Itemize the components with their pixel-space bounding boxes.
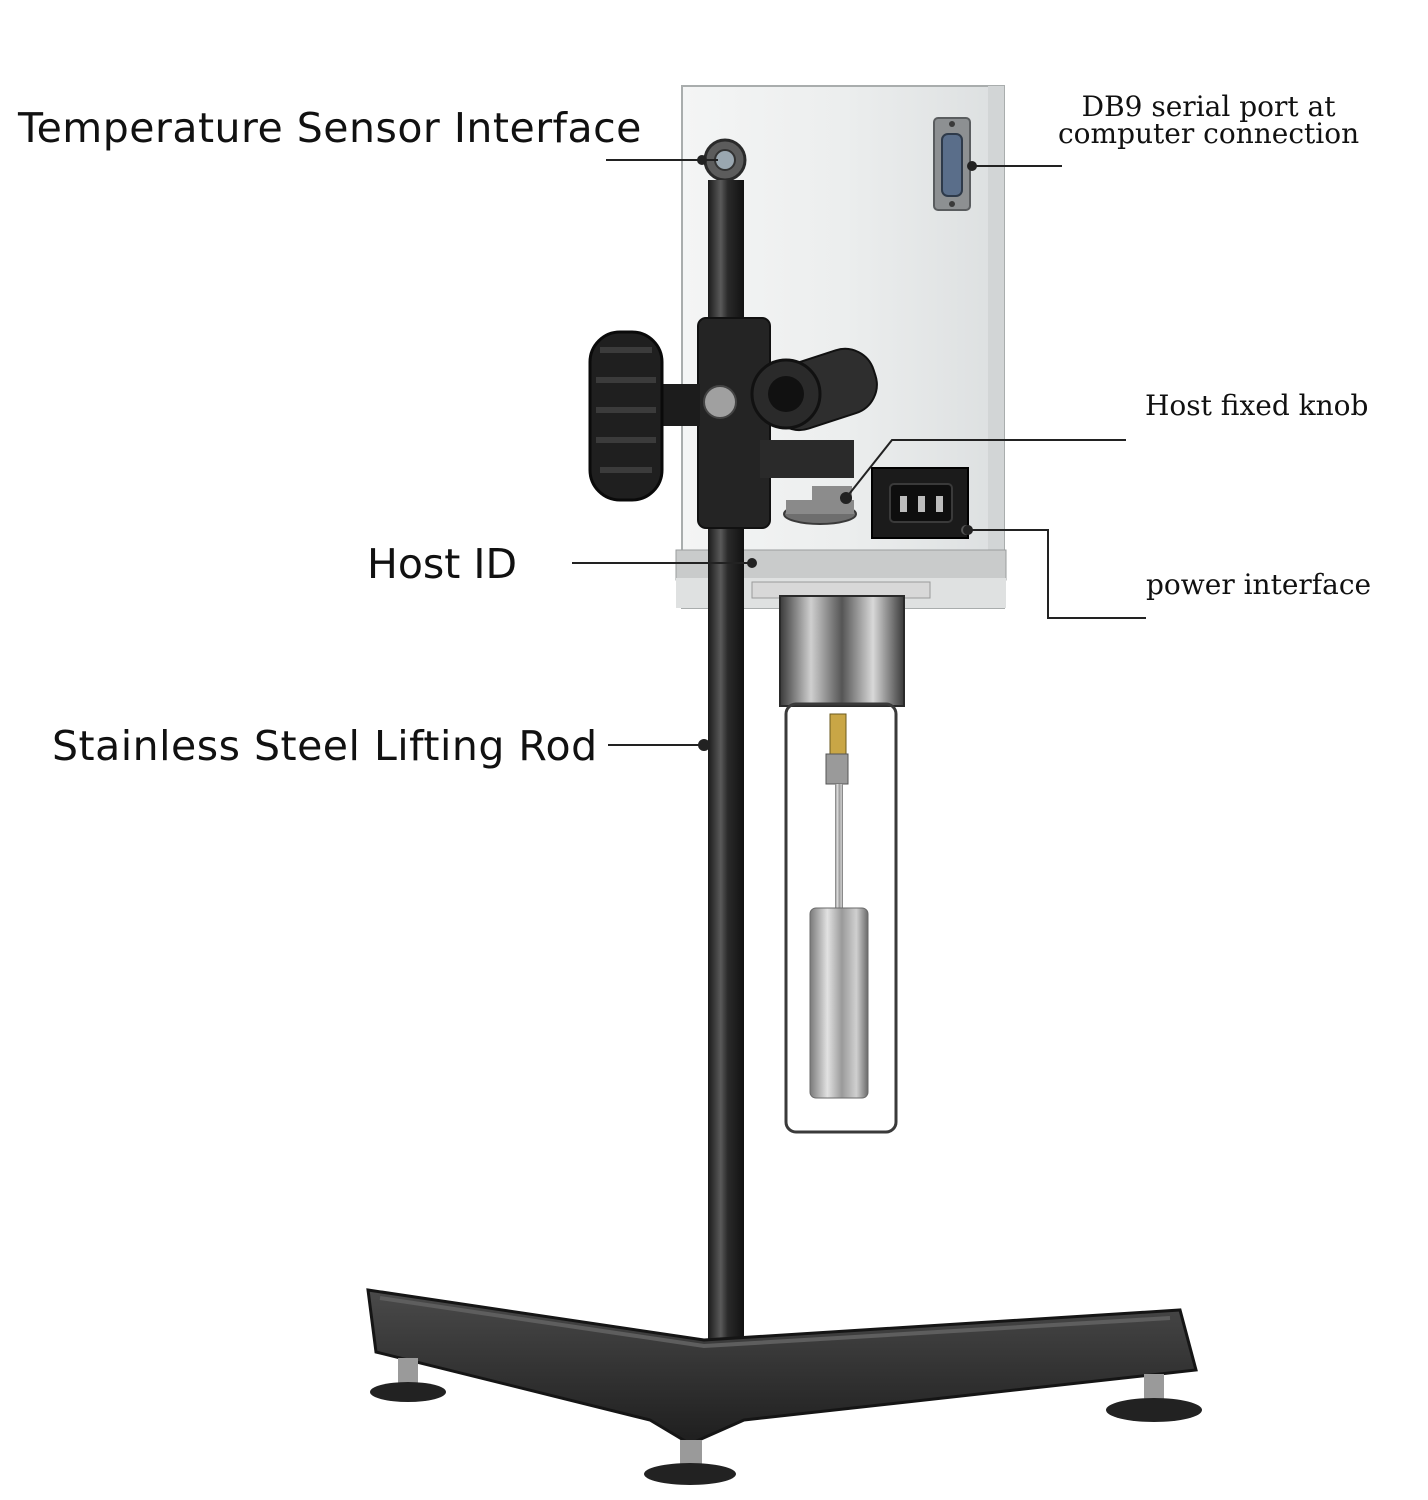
label-db9-serial-port: DB9 serial port at computer connection (1058, 90, 1360, 150)
label-power-interface: power interface (1146, 568, 1372, 601)
leader-lines (572, 155, 1146, 751)
leader-power (968, 529, 1146, 619)
label-db9-line2: computer connection (1058, 117, 1360, 150)
tripod-base (366, 1288, 1202, 1485)
db9-port (933, 117, 971, 211)
label-host-id: Host ID (367, 540, 518, 588)
spindle-assembly (751, 581, 931, 1134)
label-stainless-steel-lifting-rod: Stainless Steel Lifting Rod (52, 722, 598, 770)
leader-knob (845, 439, 1126, 499)
label-host-fixed-knob: Host fixed knob (1145, 389, 1369, 422)
power-socket (871, 467, 971, 539)
label-temperature-sensor-interface: Temperature Sensor Interface (18, 104, 642, 152)
clamp-assembly (588, 317, 878, 529)
label-db9-line1: DB9 serial port at (1081, 90, 1336, 123)
